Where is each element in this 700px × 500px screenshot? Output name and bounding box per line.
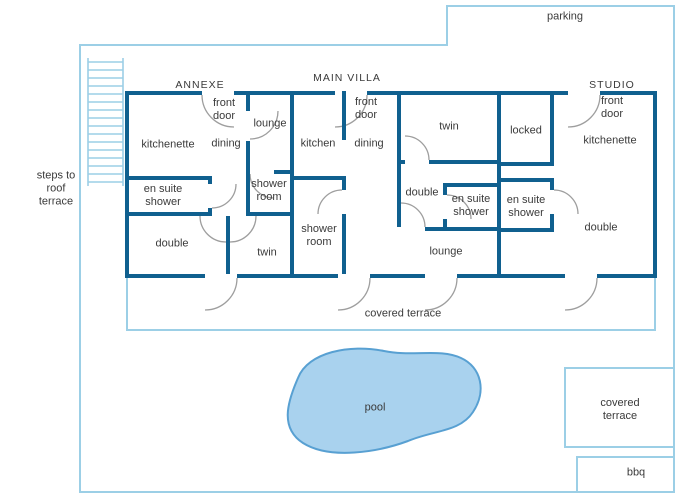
villa-ensuite-door-arc bbox=[446, 194, 472, 220]
villa-terrace-door-arc-2 bbox=[424, 277, 458, 311]
villa-double-door-arc bbox=[400, 202, 426, 228]
bbq-area-outline bbox=[576, 456, 675, 493]
studio-front-door-arc bbox=[567, 94, 601, 128]
building-walls bbox=[125, 91, 657, 278]
villa-front-door-arc bbox=[334, 94, 368, 128]
door-arcs bbox=[199, 94, 601, 311]
annexe-ensuite-door-arc bbox=[211, 183, 237, 209]
small-covered-terrace-outline bbox=[564, 367, 675, 448]
villa-terrace-door-arc-1 bbox=[337, 277, 371, 311]
roof-terrace-steps bbox=[87, 58, 124, 186]
villa-shower-door-arc bbox=[317, 189, 343, 215]
studio-ensuite-door-arc bbox=[553, 189, 579, 215]
annexe-twin-door-arc bbox=[229, 215, 257, 243]
studio-terrace-door-arc bbox=[564, 277, 598, 311]
annexe-lounge-door-arc bbox=[249, 110, 279, 140]
villa-twin-door-arc bbox=[404, 135, 430, 161]
annexe-double-door-arc bbox=[199, 215, 227, 243]
pool-shape bbox=[286, 347, 482, 454]
annexe-shower-door-arc bbox=[249, 173, 275, 199]
covered-terrace-outline bbox=[126, 278, 656, 331]
annexe-front-door-arc bbox=[201, 94, 235, 128]
property-boundary bbox=[79, 5, 675, 493]
annexe-terrace-door-arc bbox=[204, 277, 238, 311]
